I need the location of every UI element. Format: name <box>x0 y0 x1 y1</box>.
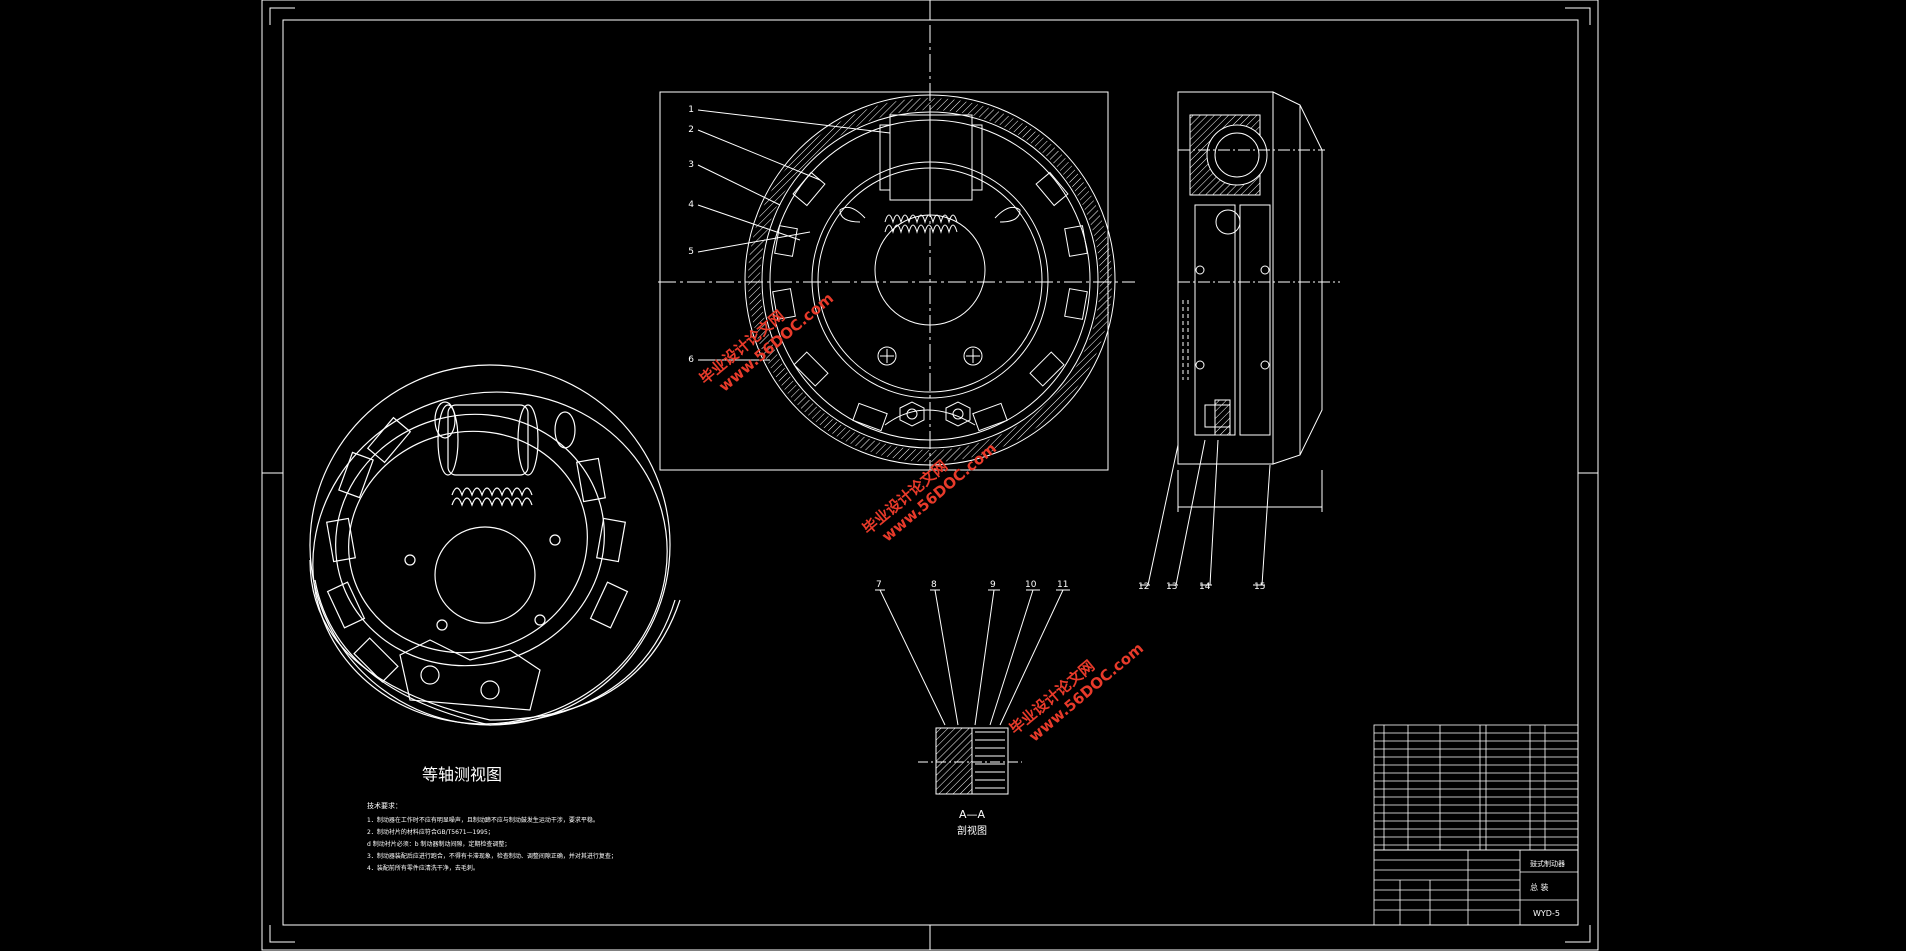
balloon-14: 14 <box>1199 582 1211 592</box>
balloon-13: 13 <box>1166 582 1177 592</box>
balloon-8: 8 <box>931 580 937 590</box>
front-view-leaders <box>697 109 891 361</box>
side-view-balloons: 12 13 14 15 <box>1138 582 1265 592</box>
balloon-11: 11 <box>1057 580 1068 590</box>
iso-view-title: 等轴测视图 <box>422 765 502 784</box>
iso-shoe-windows <box>325 416 629 683</box>
tech-req-line-2: 2．制动衬片的材料应符合GB/T5671—1995； <box>367 828 494 836</box>
balloon-15: 15 <box>1254 582 1265 592</box>
balloon-3: 3 <box>688 160 694 170</box>
shoe-slots <box>772 171 1088 432</box>
sheet-border <box>261 0 1599 951</box>
title-block-project: 鼓式制动器 <box>1530 859 1565 868</box>
balloon-6: 6 <box>688 355 694 365</box>
balloon-5: 5 <box>688 247 694 257</box>
front-view <box>658 25 1135 471</box>
balloon-2: 2 <box>688 125 694 135</box>
return-spring <box>839 206 1021 234</box>
tech-req-line-4: 3．制动器装配后应进行跑合，不得有卡滞现象，检查制动、调整间隙正确，并对其进行复… <box>367 852 617 860</box>
title-block-name: 总 装 <box>1530 882 1549 892</box>
title-block <box>1373 849 1579 926</box>
side-view <box>1140 91 1340 586</box>
front-view-balloons: 1 2 3 4 5 6 <box>688 105 694 365</box>
balloon-12: 12 <box>1138 582 1149 592</box>
tech-requirements: 技术要求： 1．制动器在工作时不应有明显噪声，且制动蹄不应与制动鼓发生运动干涉，… <box>367 801 617 872</box>
isometric-view <box>309 364 681 726</box>
tech-req-line-5: 4．装配前所有零件应清洗干净，去毛刺。 <box>367 864 479 872</box>
balloon-10: 10 <box>1025 580 1037 590</box>
balloon-1: 1 <box>688 105 694 115</box>
section-title: 剖视图 <box>957 824 987 837</box>
watermarks: 毕业设计论文网 www.56DOC.com 毕业设计论文网 www.56DOC.… <box>696 289 1147 745</box>
tech-req-line-1: 1．制动器在工作时不应有明显噪声，且制动蹄不应与制动鼓发生运动干涉，要求平稳。 <box>367 816 599 824</box>
section-view <box>875 589 1070 795</box>
balloon-7: 7 <box>876 580 882 590</box>
tech-req-title: 技术要求： <box>367 801 402 810</box>
title-block-drawing-no: WYD-5 <box>1533 909 1560 918</box>
section-balloons: 7 8 9 10 11 <box>876 580 1068 590</box>
tech-req-line-3: d 制动衬片必须：b 制动器制动间隙，定期检查调整； <box>367 840 510 848</box>
balloon-9: 9 <box>990 580 996 590</box>
section-label: A—A <box>959 808 986 821</box>
parts-list <box>1373 724 1579 851</box>
balloon-4: 4 <box>688 200 694 210</box>
